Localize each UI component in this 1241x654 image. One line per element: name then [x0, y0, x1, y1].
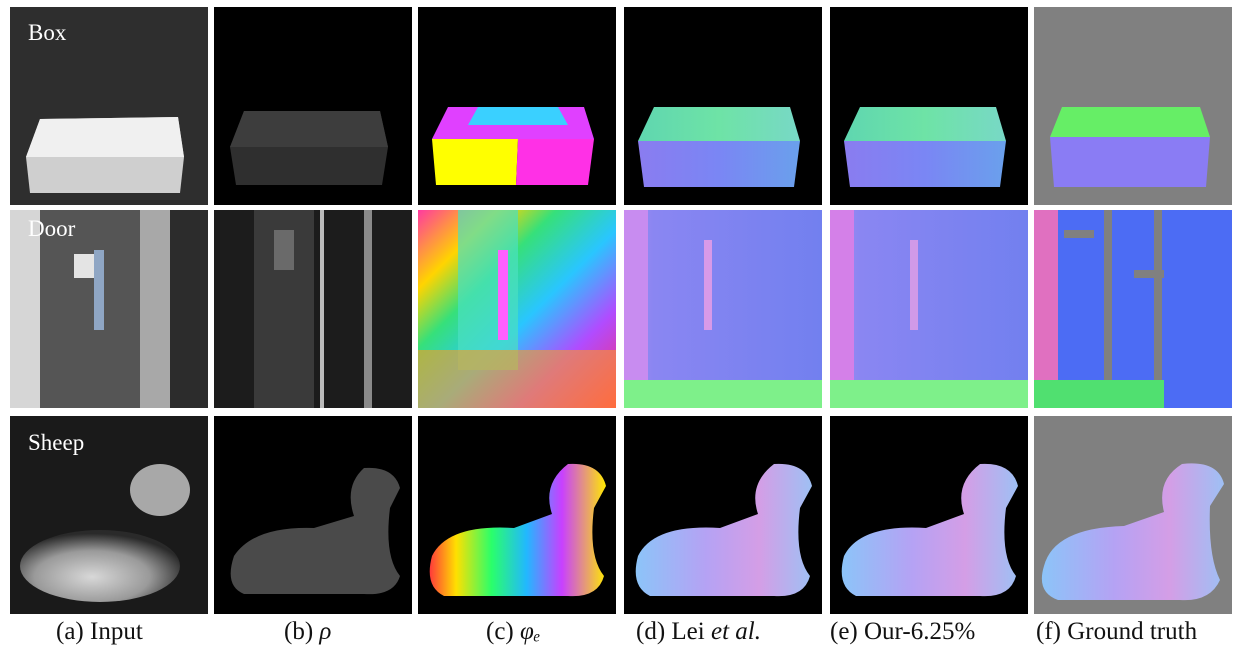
door-rho-image	[214, 210, 412, 408]
caption-a: (a) Input	[56, 618, 143, 645]
sheep-ground-truth-image	[1034, 416, 1232, 614]
door-phi-image	[418, 210, 616, 408]
caption-e: (e) Our-6.25%	[830, 618, 976, 645]
row-label-sheep: Sheep	[28, 430, 85, 455]
sheep-phi-image	[418, 416, 616, 614]
caption-c: (c) φₑ	[486, 618, 541, 645]
box-phi-image	[418, 7, 616, 205]
sheep-input-image	[10, 416, 208, 614]
door-ground-truth-image	[1034, 210, 1232, 408]
door-lei-image	[624, 210, 822, 408]
door-input-image	[10, 210, 208, 408]
caption-f: (f) Ground truth	[1036, 618, 1198, 645]
box-lei-image	[624, 7, 822, 205]
caption-b: (b) ρ	[284, 618, 332, 645]
box-ours-image	[830, 7, 1028, 205]
sheep-rho-image	[214, 416, 412, 614]
box-input-image	[10, 7, 208, 205]
door-ours-image	[830, 210, 1028, 408]
sheep-ours-image	[830, 416, 1028, 614]
caption-d: (d) Lei et al.	[636, 618, 761, 645]
sheep-lei-image	[624, 416, 822, 614]
box-ground-truth-image	[1034, 7, 1232, 205]
row-label-box: Box	[28, 20, 67, 45]
row-label-door: Door	[28, 216, 76, 241]
box-rho-image	[214, 7, 412, 205]
